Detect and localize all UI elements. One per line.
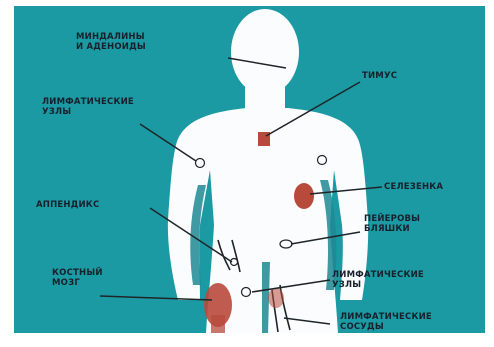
label-bone-marrow: КОСТНЫЙ МОЗГ xyxy=(52,268,103,288)
bone-marrow-shaft xyxy=(211,315,225,333)
label-lymph-nodes-upper: ЛИМФАТИЧЕСКИЕ УЗЛЫ xyxy=(42,97,134,117)
spleen-organ xyxy=(294,183,314,209)
inguinal-node-left xyxy=(242,288,251,297)
lymph-node-cluster xyxy=(268,288,284,308)
axillary-node-right xyxy=(318,156,327,165)
label-lymph-vessels: ЛИМФАТИЧЕСКИЕ СОСУДЫ xyxy=(340,312,432,332)
label-tonsils: МИНДАЛИНЫ И АДЕНОИДЫ xyxy=(76,32,146,52)
label-peyer-patches: ПЕЙЕРОВЫ БЛЯШКИ xyxy=(364,214,420,234)
axillary-node-left xyxy=(196,159,205,168)
label-appendix: АППЕНДИКС xyxy=(36,200,99,210)
label-spleen: СЕЛЕЗЕНКА xyxy=(384,182,443,192)
label-lymph-nodes-lower: ЛИМФАТИЧЕСКИЕ УЗЛЫ xyxy=(332,270,424,290)
label-thymus: ТИМУС xyxy=(362,71,397,81)
peyer-patch-marker xyxy=(280,240,292,248)
